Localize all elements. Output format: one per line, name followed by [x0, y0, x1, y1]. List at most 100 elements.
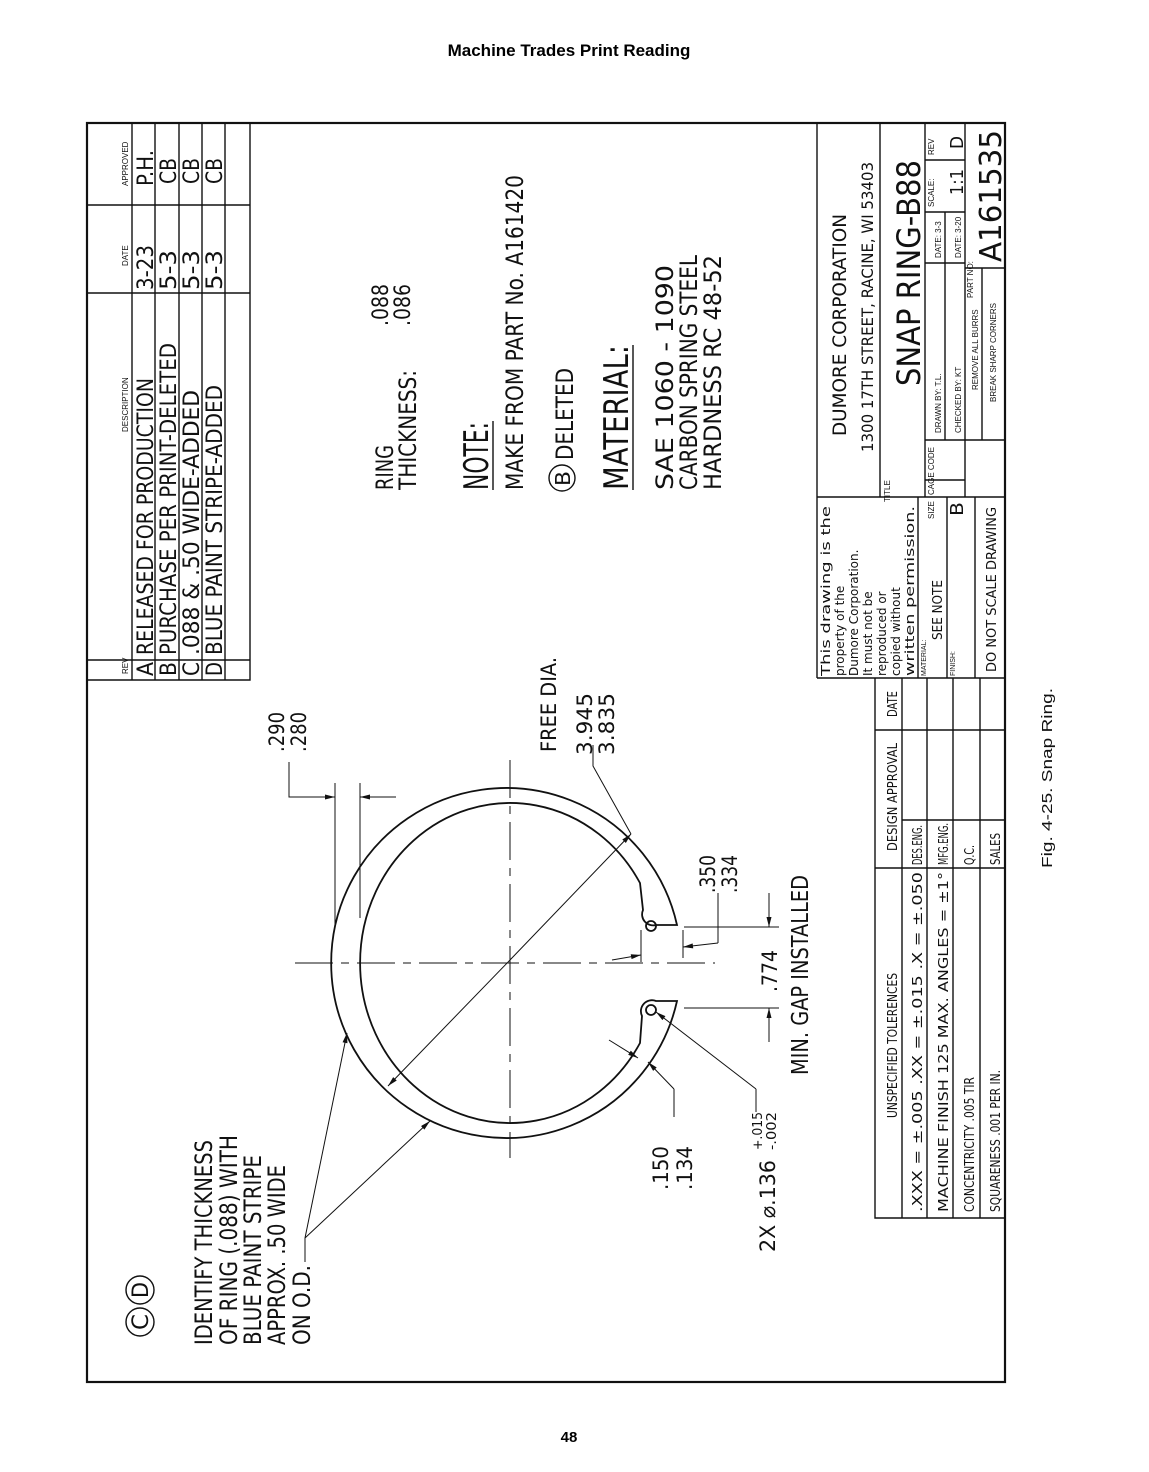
approval-role: Q.C. [963, 845, 978, 865]
paint-leader-arrow [304, 1120, 431, 1239]
page-number: 48 [561, 1429, 578, 1446]
free-dia-label: FREE DIA. [537, 657, 561, 752]
rev-approved: P.H. [134, 150, 159, 186]
proprietary-line: property of the [833, 586, 847, 676]
thickness-max: .088 [369, 284, 394, 326]
proprietary-line: written permission. [903, 506, 917, 676]
width-max: .290 [265, 712, 289, 752]
thickness-min: .086 [391, 284, 416, 326]
proprietary-line: Dumore Corporation. [847, 550, 861, 676]
company-address: 1300 17TH STREET, RACINE, WI 53403 [858, 162, 877, 452]
rev-date: 5-3 [157, 250, 182, 290]
proprietary-line: copied without [889, 587, 903, 676]
part-number: A161535 [974, 130, 1009, 262]
width-extension-lines [334, 783, 361, 925]
cage-code-label: CAGE CODE [927, 447, 936, 495]
rev-description: RELEASED FOR PRODUCTION [134, 378, 159, 655]
paint-leader-arrow [304, 1032, 348, 1239]
width-min: .280 [287, 712, 311, 752]
break-corners: BREAK SHARP CORNERS [989, 303, 998, 402]
tolerance-row: MACHINE FINISH 125 MAX. ANGLES = ±1° [937, 872, 952, 1212]
tolerance-row: CONCENTRICITY .005 TIR [963, 1077, 978, 1212]
remove-burrs: REMOVE ALL BURRS [971, 309, 980, 390]
end-width-min: .334 [718, 855, 742, 893]
rev-header: REV [121, 657, 130, 674]
end-thickness-min: .134 [673, 1146, 697, 1190]
do-not-scale: DO NOT SCALE DRAWING [985, 507, 1000, 672]
material-line: SAE 1060 - 1090 [651, 265, 679, 490]
tolerance-block: UNSPECIFIED TOLERENCES DESIGN APPROVAL D… [874, 678, 1005, 1219]
approval-role: MFG.ENG. [937, 823, 952, 865]
end-thickness-arrow [608, 1039, 639, 1059]
part-no-label: PART NO: [966, 261, 975, 298]
rev-letter: D [203, 662, 228, 676]
approval-role: DES.ENG. [911, 825, 926, 865]
width-leader [288, 762, 300, 798]
material-line: CARBON SPRING STEEL [675, 254, 703, 490]
end-thickness-max: .150 [649, 1146, 673, 1190]
rev-approved: CB [203, 158, 228, 184]
paint-note-line: IDENTIFY THICKNESS [190, 1140, 218, 1345]
free-dia-dimension-line [387, 959, 511, 1087]
end-width-extension-lines [640, 930, 684, 962]
hole-arrow [655, 1011, 757, 1090]
hole-tol-minus: -.002 [765, 1112, 780, 1150]
gap-label: MIN. GAP INSTALLED [788, 875, 814, 1075]
finish-label: FINISH: [950, 651, 957, 676]
free-dia-leader [592, 745, 632, 835]
proprietary-line: It must not be [861, 591, 875, 676]
snap-ring-outline [330, 787, 679, 1139]
approved-header: APPROVED [121, 141, 130, 186]
page-header-title: Machine Trades Print Reading [448, 41, 691, 60]
size-value: B [947, 502, 968, 516]
note-heading: NOTE: [457, 422, 497, 490]
snap-ring-drawing: FREE DIA. 3.945 3.835 .290 .280 .350 .33… [265, 657, 814, 1252]
rev-c-marker: C [129, 1314, 154, 1330]
rev-description: BLUE PAINT STRIPE-ADDED [203, 385, 228, 655]
tolerance-row: SQUARENESS .001 PER IN. [989, 1070, 1004, 1212]
figure-caption: Fig. 4-25. Snap Ring. [1039, 688, 1056, 868]
rev-date: 3-23 [134, 245, 159, 290]
gap-value: .774 [758, 950, 782, 992]
checked-by: CHECKED BY: KT [954, 367, 963, 433]
drawing-border [85, 121, 1007, 1384]
drawn-by: DRAWN BY: T.L. [934, 373, 943, 433]
note-text: MAKE FROM PART No. A161420 [501, 175, 529, 490]
lug-hole [645, 920, 657, 932]
rev-c-circle [125, 1307, 155, 1337]
drawing-title: SNAP RING-B88 [890, 160, 928, 386]
rev-description: .088 & .50 WIDE-ADDED [180, 390, 205, 655]
end-width-max: .350 [696, 855, 720, 893]
tolerance-row: .XXX = ±.005 .XX = ±.015 .X = ±.050 [911, 872, 926, 1212]
rev-value: D [947, 136, 968, 149]
end-width-arrow [611, 954, 642, 961]
material-line: HARDNESS RC 48-52 [699, 255, 727, 490]
end-thickness-arrow [647, 1061, 675, 1090]
scale-label: SCALE: [927, 179, 936, 207]
paint-note-line: BLUE PAINT STRIPE [239, 1155, 267, 1345]
hole-tol-plus: +.015 [751, 1112, 766, 1150]
rev-b-circle [548, 464, 576, 492]
gap-extension-lines [684, 926, 779, 1009]
proprietary-line: reproduced or [875, 591, 889, 676]
rev-approved: CB [180, 158, 205, 184]
tolerance-header: UNSPECIFIED TOLERENCES [886, 973, 901, 1118]
deleted-text: DELETED [551, 368, 579, 460]
lug-hole [645, 1004, 657, 1016]
material-label: MATERIAL: [921, 640, 928, 676]
company-name: DUMORE CORPORATION [829, 214, 851, 436]
rev-label: REV [927, 138, 936, 155]
size-label: SIZE [927, 501, 936, 519]
rev-d-circle [125, 1275, 155, 1305]
free-dia-max: 3.945 [573, 693, 597, 755]
rev-d-marker: D [129, 1282, 154, 1298]
general-notes: RING THICKNESS: .088 .086 NOTE: MAKE FRO… [125, 175, 727, 1345]
checked-date: DATE: 3-20 [954, 216, 963, 258]
title-block: This drawing is the property of the Dumo… [816, 123, 1009, 679]
rev-approved: CB [157, 158, 182, 184]
revision-block: REV DESCRIPTION DATE APPROVED A RELEASED… [87, 123, 251, 681]
paint-note-line: APPROX. .50 WIDE [263, 1165, 291, 1345]
material-heading: MATERIAL: [597, 345, 637, 490]
material-value: SEE NOTE [931, 580, 946, 640]
rev-b-marker: B [551, 471, 575, 486]
